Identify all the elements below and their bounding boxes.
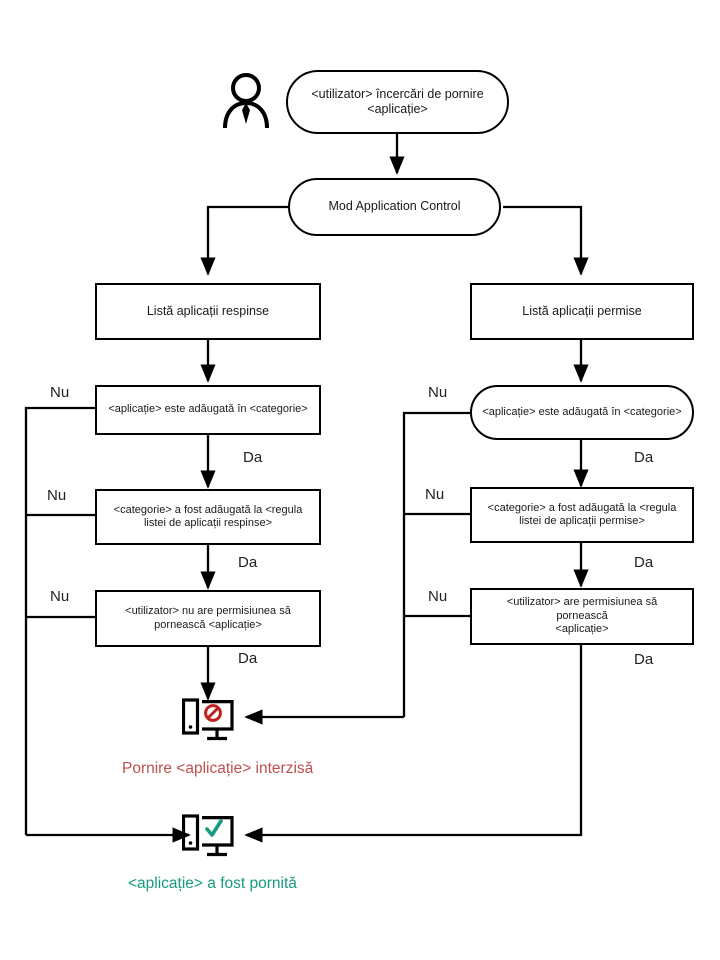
edge-right-no-1 — [402, 411, 470, 717]
monitor-allowed-icon — [182, 814, 234, 860]
node-allowed-app-in-category[interactable]: <aplicație> este adăugată în <categorie> — [470, 385, 694, 440]
node-denied-app-in-category[interactable]: <aplicație> este adăugată în <categorie> — [95, 385, 321, 435]
node-allowed-user-permission[interactable]: <utilizator> are permisiunea să porneasc… — [470, 588, 694, 645]
node-allowed-user-permission-label: <utilizator> are permisiunea să porneasc… — [506, 596, 658, 636]
edge-label-left-yes-1: Da — [243, 449, 263, 466]
outcome-blocked-label: Pornire <aplicație> interzisă — [122, 760, 314, 777]
node-allowed-list[interactable]: Listă aplicații permise — [470, 283, 694, 340]
edge-left-no-1 — [24, 406, 96, 835]
edge-label-left-no-2: Nu — [47, 487, 67, 504]
edge-label-right-no-3: Nu — [428, 588, 448, 605]
edge-mode-to-allowed-list — [503, 205, 589, 276]
edge-allowed-permission-to-started — [244, 645, 583, 843]
node-mode-label: Mod Application Control — [328, 199, 461, 214]
node-allowed-category-rule-label: <categorie> a fost adăugată la <regula l… — [487, 501, 677, 527]
node-mode[interactable]: Mod Application Control — [288, 178, 501, 236]
edge-label-left-yes-2: Da — [238, 554, 258, 571]
edge-label-right-yes-3: Da — [634, 651, 654, 668]
edge-label-left-no-1: Nu — [50, 384, 70, 401]
node-denied-list[interactable]: Listă aplicații respinse — [95, 283, 321, 340]
node-denied-category-rule-label: <categorie> a fost adăugată la <regula l… — [113, 503, 303, 529]
node-start-label: <utilizator> încercări de pornire <aplic… — [311, 86, 484, 116]
monitor-blocked-icon — [182, 698, 234, 744]
node-denied-category-rule[interactable]: <categorie> a fost adăugată la <regula l… — [95, 489, 321, 545]
edge-label-left-no-3: Nu — [50, 588, 70, 605]
node-allowed-app-in-category-label: <aplicație> este adăugată în <categorie> — [482, 405, 682, 418]
node-denied-user-permission[interactable]: <utilizator> nu are permisiunea să porne… — [95, 590, 321, 647]
node-denied-user-permission-label: <utilizator> nu are permisiunea să porne… — [125, 605, 291, 631]
edge-label-right-no-1: Nu — [428, 384, 448, 401]
edge-label-right-yes-2: Da — [634, 554, 654, 571]
edge-label-right-yes-1: Da — [634, 449, 654, 466]
node-allowed-list-label: Listă aplicații permise — [522, 303, 642, 318]
node-start[interactable]: <utilizator> încercări de pornire <aplic… — [286, 70, 509, 134]
node-denied-list-label: Listă aplicații respinse — [146, 303, 270, 318]
node-denied-app-in-category-label: <aplicație> este adăugată în <categorie> — [108, 403, 308, 416]
edge-label-left-yes-3: Da — [238, 650, 258, 667]
person-icon — [218, 70, 274, 130]
node-allowed-category-rule[interactable]: <categorie> a fost adăugată la <regula l… — [470, 487, 694, 543]
edge-mode-to-denied-list — [200, 205, 288, 276]
edge-label-right-no-2: Nu — [425, 486, 445, 503]
outcome-started-label: <aplicație> a fost pornită — [128, 875, 297, 892]
